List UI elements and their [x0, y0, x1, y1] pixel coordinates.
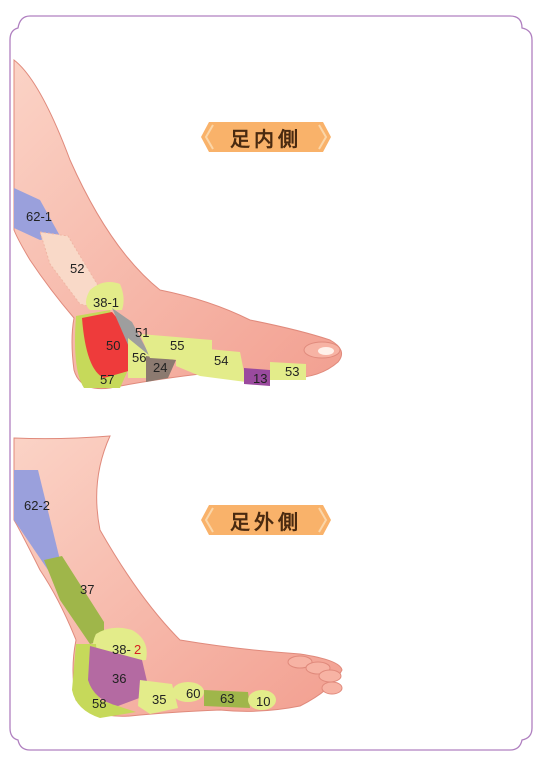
zone-56 — [128, 338, 150, 378]
zone-37 — [44, 556, 104, 644]
badge-background — [201, 505, 331, 535]
zone-24 — [146, 356, 176, 382]
label-38-1: 38-1 — [93, 295, 119, 310]
label-35: 35 — [152, 692, 166, 707]
zone-60 — [172, 682, 204, 702]
label-54: 54 — [214, 353, 228, 368]
label-56: 56 — [132, 350, 146, 365]
inner-foot-title-badge: 足内側 — [201, 122, 331, 152]
label-63: 63 — [220, 691, 234, 706]
zone-62-2 — [14, 470, 60, 570]
zone-53 — [270, 362, 306, 380]
label-58: 58 — [92, 696, 106, 711]
zone-13 — [244, 368, 270, 386]
label-55: 55 — [170, 338, 184, 353]
zone-51 — [112, 308, 150, 356]
outer-foot-title-badge: 足外側 — [201, 505, 331, 535]
label-52: 52 — [70, 261, 84, 276]
zone-54 — [176, 346, 246, 382]
label-24: 24 — [153, 360, 167, 375]
inner-foot-title: 足内側 — [230, 126, 302, 151]
zone-52 — [39, 231, 103, 309]
label-36: 36 — [112, 671, 126, 686]
label-60: 60 — [186, 686, 200, 701]
label-10: 10 — [256, 694, 270, 709]
outer-foot-title: 足外側 — [230, 509, 302, 534]
label-53: 53 — [285, 364, 299, 379]
zone-10 — [248, 690, 276, 710]
zone-36 — [88, 646, 150, 706]
zone-58 — [72, 644, 136, 718]
label-50: 50 — [106, 338, 120, 353]
label-51: 51 — [135, 325, 149, 340]
label-38-suffix: 2 — [134, 642, 141, 657]
zone-50 — [82, 312, 132, 378]
zone-38-1 — [86, 282, 124, 310]
zone-62-1 — [14, 188, 60, 240]
label-62-1: 62-1 — [26, 209, 52, 224]
label-62-2: 62-2 — [24, 498, 50, 513]
badge-background — [201, 122, 331, 152]
label-13: 13 — [253, 371, 267, 386]
label-57: 57 — [100, 372, 114, 387]
label-38-prefix: 38- — [112, 642, 131, 657]
label-37: 37 — [80, 582, 94, 597]
zone-63 — [204, 690, 250, 708]
zone-35 — [138, 680, 178, 714]
